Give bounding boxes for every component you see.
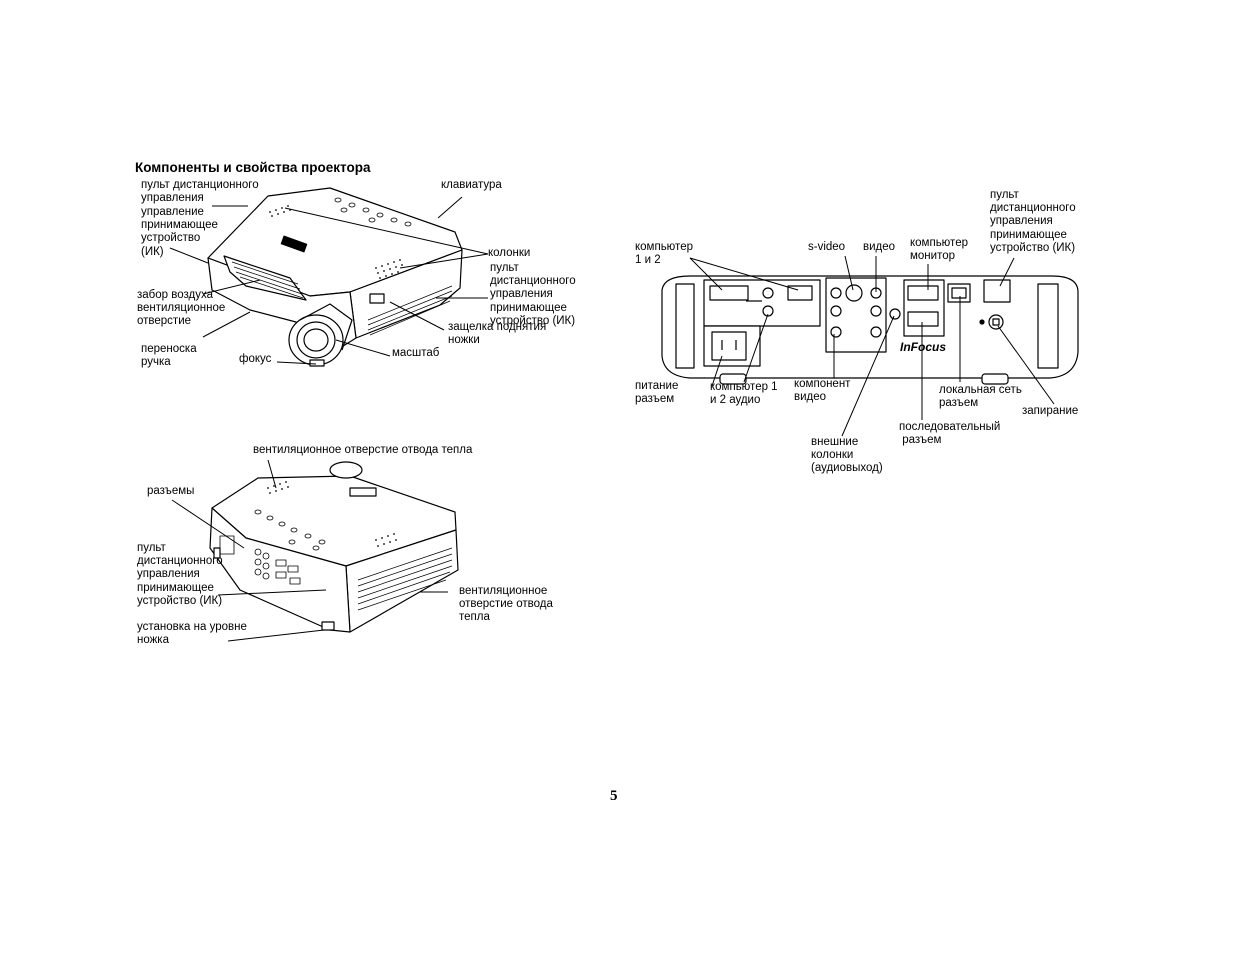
projector-rear-illustration [209, 461, 459, 633]
label-handle: переноска ручка [141, 343, 197, 369]
label-power-connector: питание разъем [635, 380, 679, 406]
label-remote-receiver-panel: пульт дистанционного управления принимаю… [990, 189, 1076, 254]
label-remote-receiver-side: пульт дистанционного управления принимаю… [490, 262, 576, 327]
label-remote-receiver-ir: управление принимающее устройство (ИК) [141, 206, 218, 258]
label-computer-audio: компьютер 1 и 2 аудио [710, 381, 778, 407]
label-focus: фокус [239, 353, 272, 365]
label-connectors: разъемы [147, 485, 195, 497]
label-leveling-foot: установка на уровне ножка [137, 621, 247, 647]
projector-front-illustration [207, 187, 463, 367]
label-exhaust-side: вентиляционное отверстие отвода тепла [459, 585, 553, 624]
label-exhaust-top: вентиляционное отверстие отвода тепла [253, 444, 473, 456]
label-component-video: компонент видео [794, 378, 851, 404]
label-serial-connector: последовательный разъем [899, 421, 1001, 447]
label-computer-monitor: компьютер монитор [910, 237, 968, 263]
label-speakers: колонки [488, 247, 531, 259]
label-air-intake: забор воздуха вентиляционное отверстие [137, 289, 226, 328]
label-remote-receiver-top: пульт дистанционного управления [141, 179, 259, 205]
label-remote-receiver-rear: пульт дистанционного управления принимаю… [137, 542, 223, 607]
infocus-logo: InFocus [900, 340, 946, 354]
page-number: 5 [610, 788, 618, 804]
label-keypad: клавиатура [441, 179, 502, 191]
label-zoom: масштаб [392, 347, 440, 359]
label-s-video: s-video [808, 241, 846, 253]
label-external-speakers: внешние колонки (аудиовыход) [811, 436, 883, 475]
label-elevator-release: защелка поднятия ножки [448, 321, 547, 347]
leader-lines [169, 196, 1055, 642]
label-lan-connector: локальная сеть разъем [939, 384, 1022, 410]
label-lock: запирание [1022, 405, 1079, 417]
page-title: Компоненты и свойства проектора [135, 160, 371, 175]
label-video: видео [863, 241, 896, 253]
label-computer-1-2: компьютер 1 и 2 [635, 241, 693, 267]
connector-panel-illustration [661, 275, 1079, 385]
